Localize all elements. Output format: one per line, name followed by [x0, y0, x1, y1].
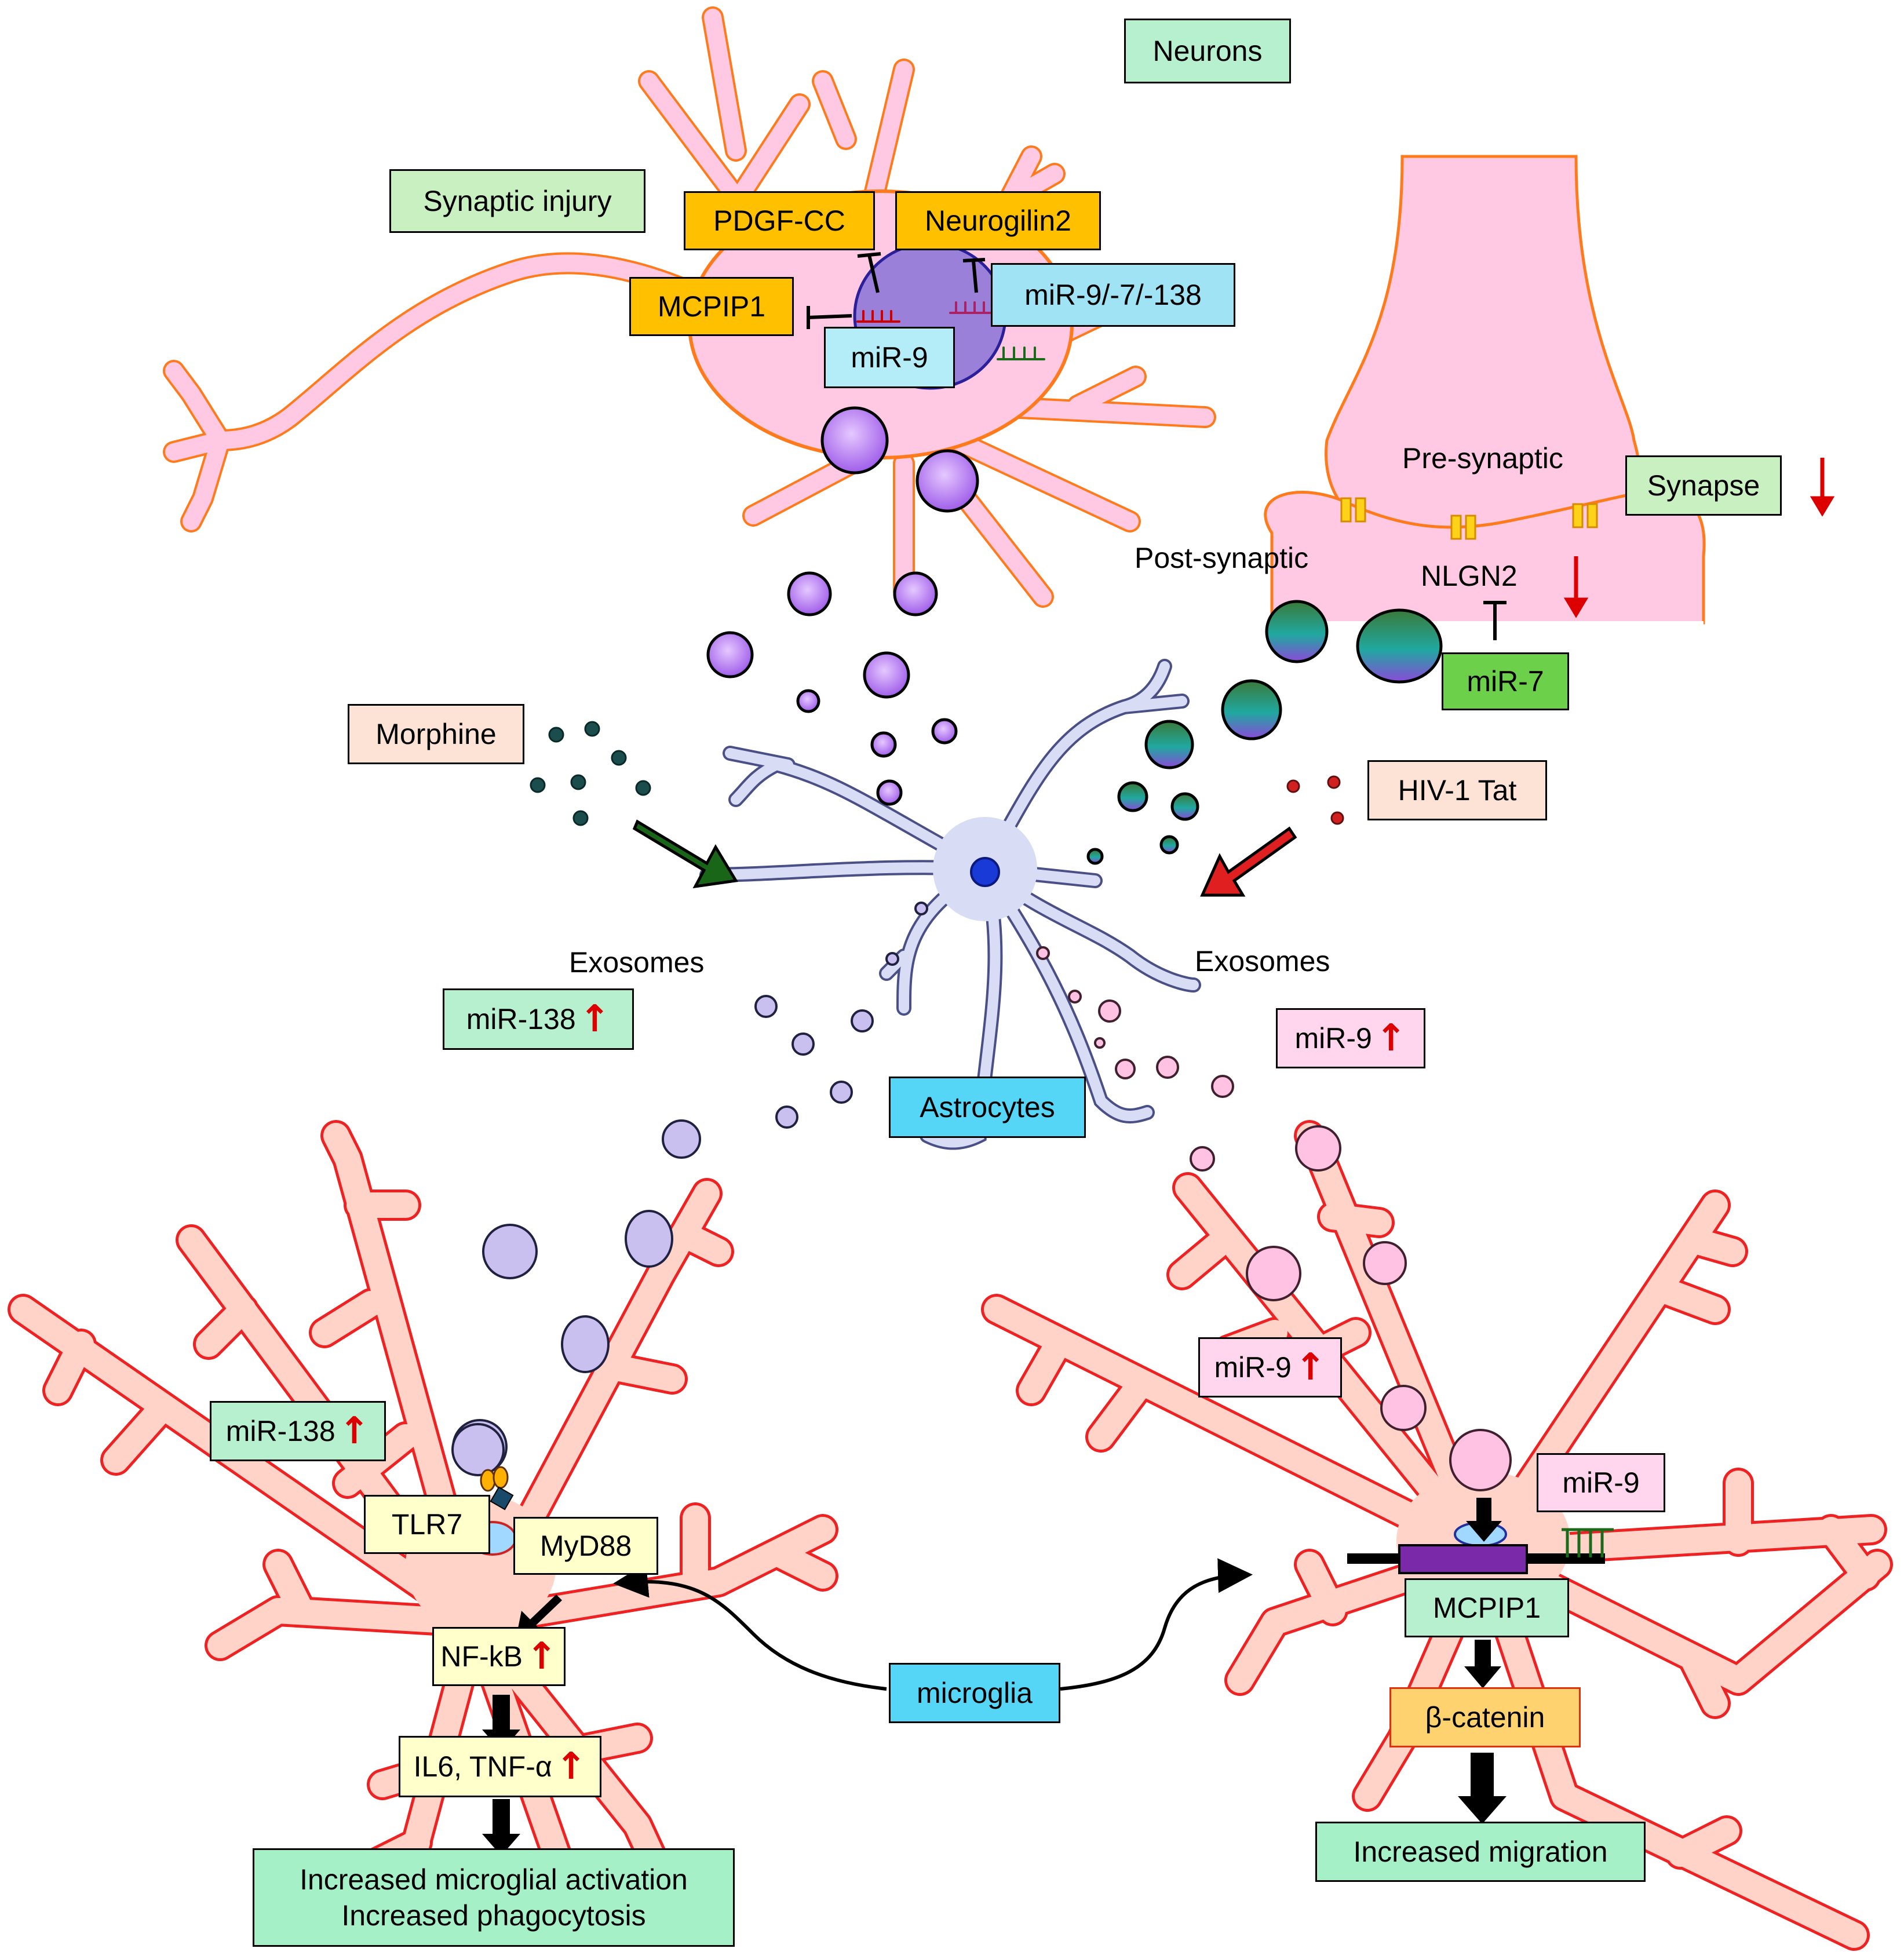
neurogilin2-label: Neurogilin2 [895, 191, 1101, 250]
up-arrow-icon: ↑ [555, 1745, 587, 1788]
neuron-exosomes [706, 406, 979, 806]
astrocytes-label: Astrocytes [889, 1077, 1086, 1138]
hiv-tat-molecules [1286, 775, 1344, 825]
morphine-label: Morphine [348, 704, 524, 764]
up-arrow-icon: ↑ [338, 1410, 370, 1453]
beta-catenin-label: β-catenin [1389, 1687, 1581, 1747]
nf-kb-text: NF-kB [440, 1640, 523, 1673]
nlgn2-label: NLGN2 [1421, 560, 1518, 592]
hiv-tat-arrow [1200, 826, 1297, 897]
mir-9-text: miR-9 [1294, 1021, 1372, 1055]
il6-tnf-label: IL6, TNF-α↑ [399, 1736, 601, 1797]
mir-9-text: miR-9 [1214, 1351, 1292, 1384]
astrocyte-exosomes-right [1036, 946, 1512, 1491]
hiv-1-tat-label: HIV-1 Tat [1367, 760, 1547, 820]
pre-synaptic-label: Pre-synaptic [1402, 442, 1563, 475]
activation-line-2: Increased phagocytosis [341, 1899, 646, 1932]
microglial-activation-label: Increased microglial activation Increase… [253, 1848, 735, 1947]
mcpip1-membrane-complex [1347, 1522, 1614, 1574]
synaptic-injury-label: Synaptic injury [389, 169, 645, 233]
microglia-label: microglia [889, 1663, 1060, 1723]
neurons-label: Neurons [1124, 19, 1291, 83]
myd88-label: MyD88 [513, 1517, 658, 1575]
mir-9-microglia-up-label: miR-9↑ [1198, 1337, 1342, 1398]
up-arrow-icon: ↑ [1375, 1017, 1407, 1060]
pdgf-cc-label: PDGF-CC [684, 191, 875, 250]
synapse-structure [1264, 155, 1706, 625]
tlr7-label: TLR7 [364, 1495, 490, 1554]
nf-kb-label: NF-kB↑ [432, 1627, 566, 1686]
mir-9-neuron-label: miR-9 [824, 327, 955, 388]
mir-7-label: miR-7 [1442, 652, 1569, 710]
red-down-arrows [1563, 458, 1835, 618]
mir-9-7-138-label: miR-9/-7/-138 [991, 263, 1235, 327]
synapse-label: Synapse [1625, 455, 1782, 516]
exosomes-right-label: Exosomes [1195, 945, 1330, 977]
up-arrow-icon: ↑ [579, 998, 611, 1041]
mir-138-text: miR-138 [225, 1414, 335, 1447]
mcpip1-neuron-label: MCPIP1 [629, 277, 794, 336]
morphine-arrow [632, 819, 739, 889]
mir-138-microglia-up-label: miR-138↑ [210, 1401, 386, 1461]
il6-tnf-text: IL6, TNF-α [413, 1750, 552, 1783]
mcpip1-microglia-label: MCPIP1 [1405, 1578, 1569, 1637]
synapse-exosomes [1086, 600, 1443, 865]
activation-line-1: Increased microglial activation [300, 1863, 688, 1896]
mir-9-up-label: miR-9↑ [1276, 1008, 1425, 1068]
morphine-molecules [530, 721, 651, 826]
mir-9-right-label: miR-9 [1537, 1453, 1665, 1512]
exosomes-left-label: Exosomes [569, 946, 705, 979]
mir-138-text: miR-138 [466, 1002, 576, 1035]
increased-migration-label: Increased migration [1315, 1822, 1646, 1882]
up-arrow-icon: ↑ [1294, 1346, 1326, 1389]
inhibition-lines [807, 252, 1507, 640]
microglia-link-arrows [613, 1558, 1253, 1691]
microglia-right [981, 1120, 1893, 1951]
mir-138-up-label: miR-138↑ [443, 988, 634, 1050]
up-arrow-icon: ↑ [526, 1635, 557, 1678]
post-synaptic-label: Post-synaptic [1135, 542, 1309, 574]
